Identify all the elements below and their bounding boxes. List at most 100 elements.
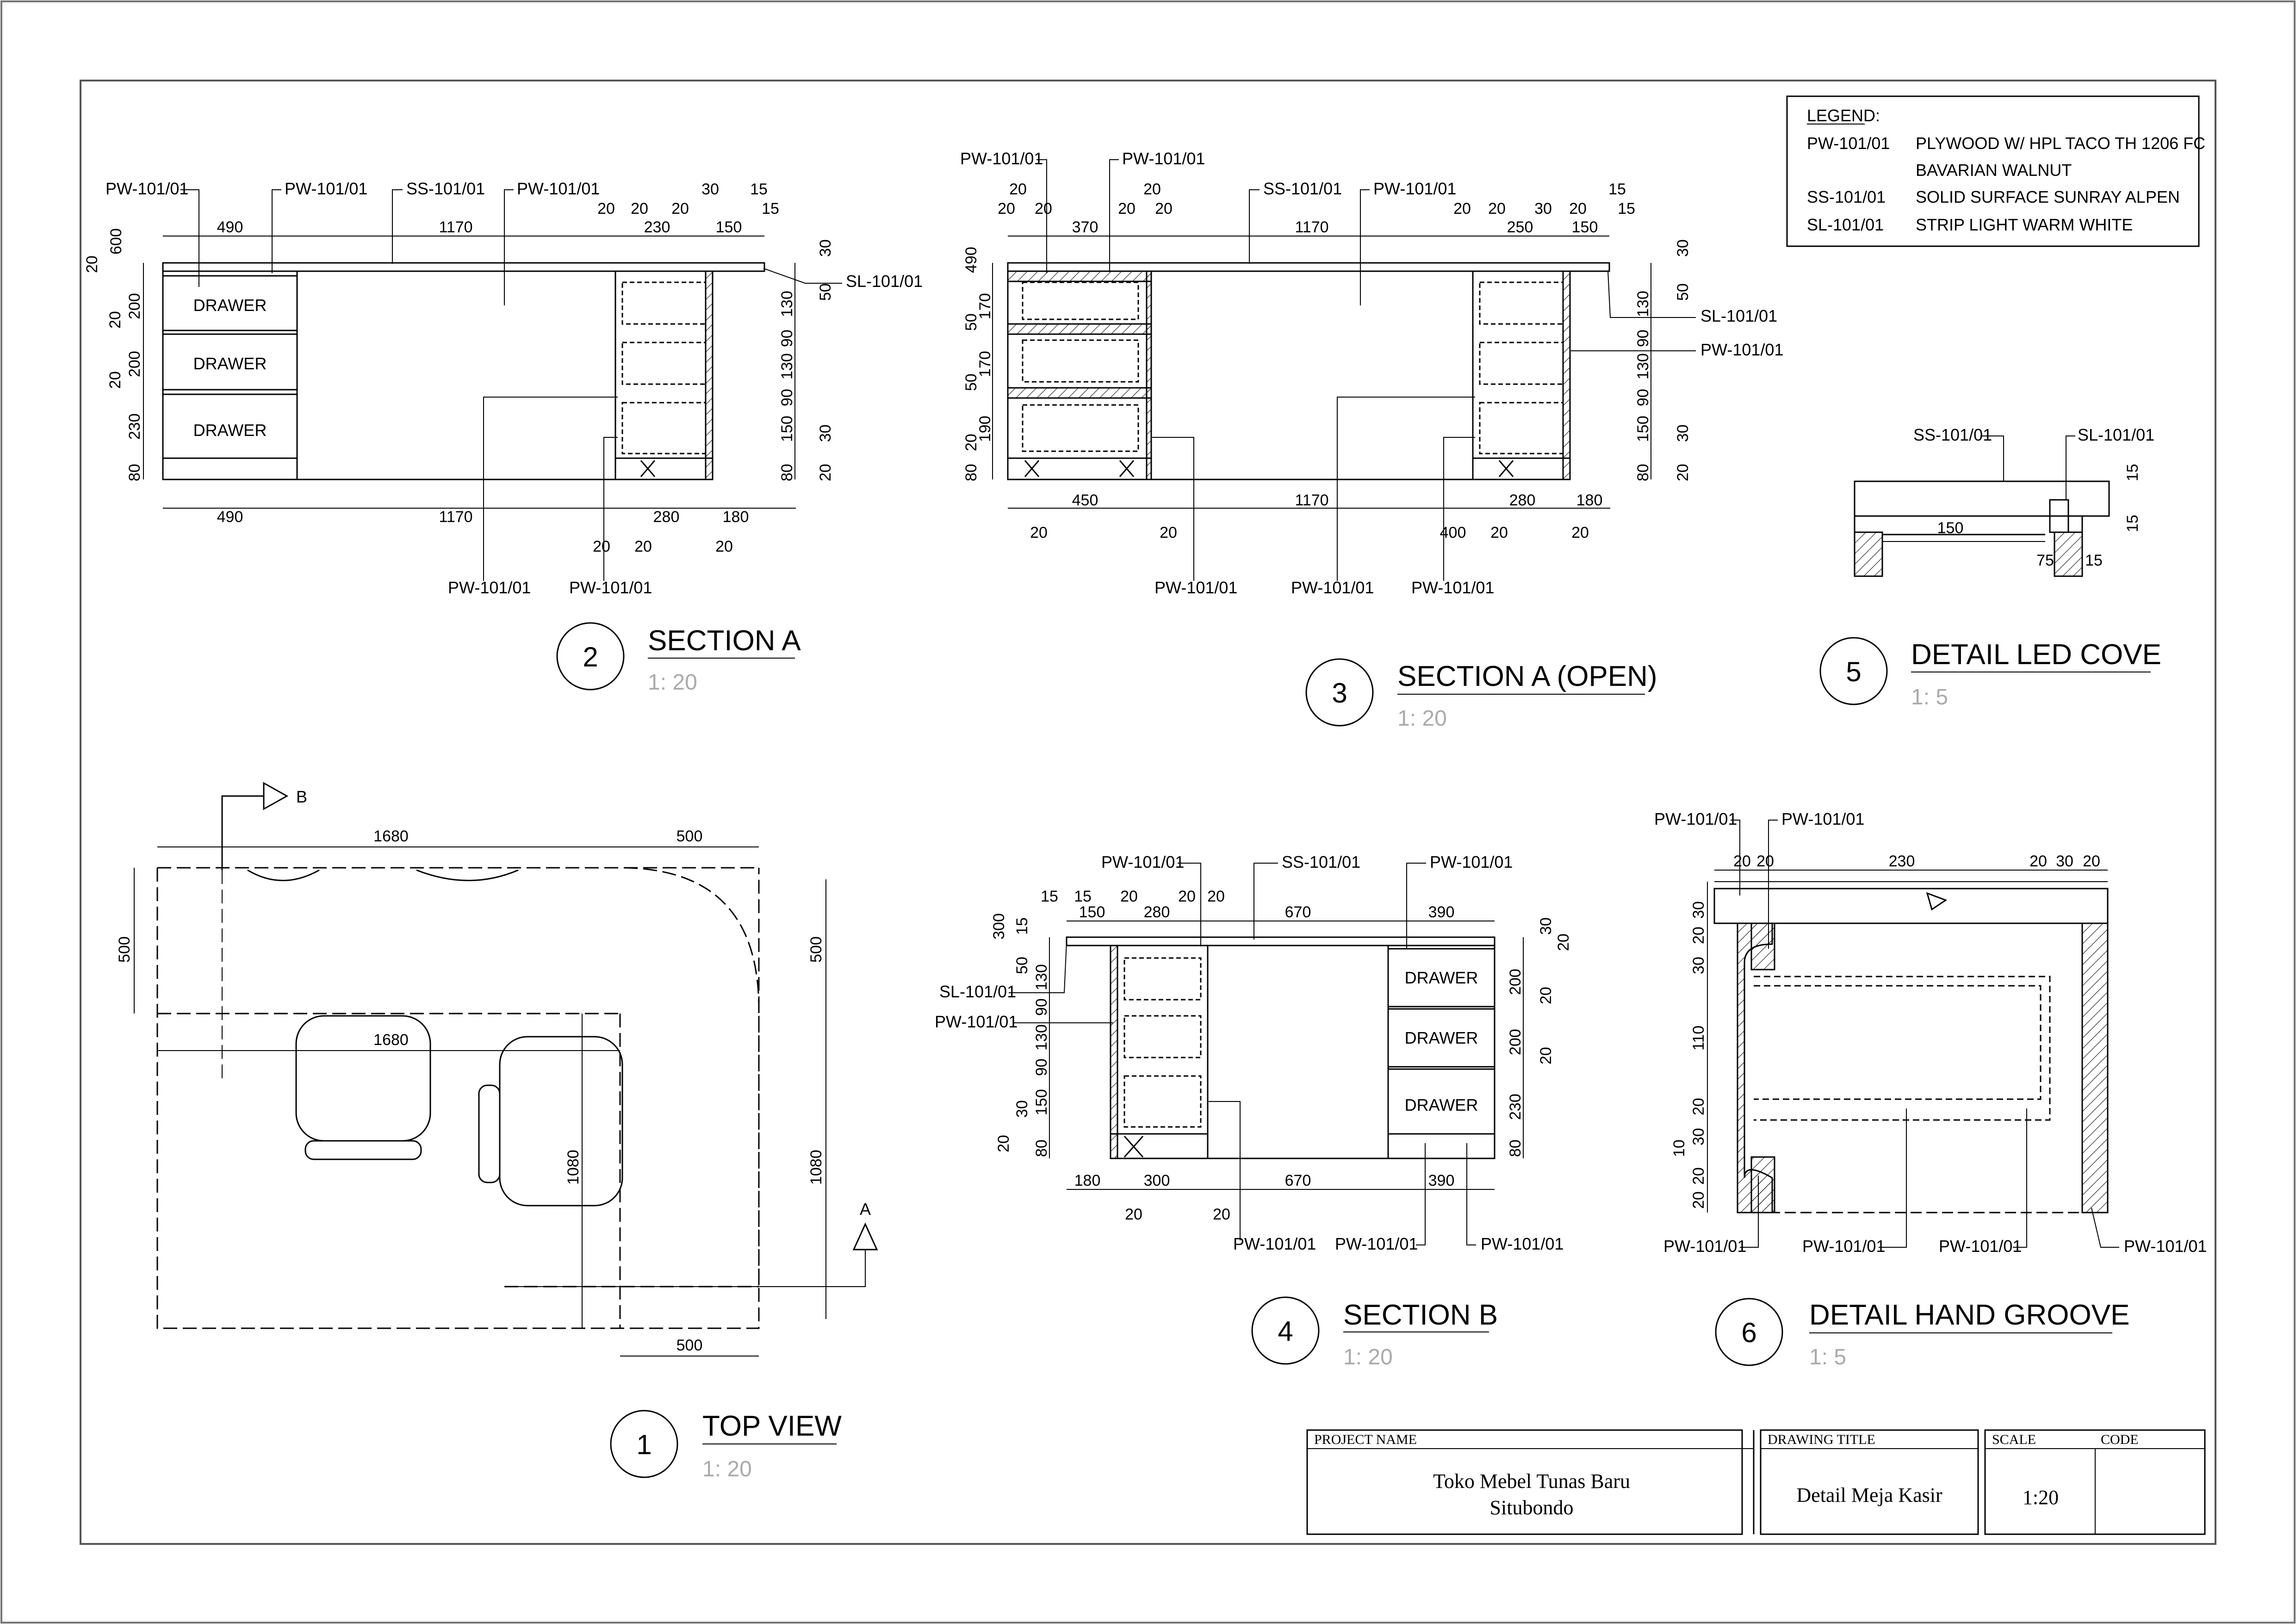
- legend-code: PW-101/01: [1807, 134, 1890, 153]
- dimension-label: 130: [778, 291, 796, 317]
- drawing-title-label: DRAWING TITLE: [1768, 1432, 1875, 1447]
- view-number-bubble: [610, 1410, 678, 1478]
- view-number-bubble: [1715, 1298, 1783, 1366]
- detail-led-cove-drawing: 150 75 15 15 15 SS-101/01 SL-101/01: [1854, 425, 2154, 577]
- material-callout: PW-101/01: [1663, 1237, 1746, 1256]
- material-callout: PW-101/01: [1781, 809, 1864, 828]
- dimension-label: 20: [1690, 1098, 1707, 1115]
- dimension-label: 370: [1072, 218, 1098, 236]
- view-title: TOP VIEW: [702, 1410, 842, 1442]
- dimension-label: 20: [1143, 180, 1161, 198]
- material-callout: SS-101/01: [1913, 425, 1992, 444]
- dimension-label: 20: [1488, 200, 1506, 218]
- scale-value: 1:20: [2023, 1486, 2059, 1509]
- dimension-label: 30: [1013, 1100, 1031, 1118]
- legend-desc: PLYWOOD W/ HPL TACO TH 1206 FC: [1916, 134, 2205, 153]
- dimension-label: 230: [1507, 1094, 1524, 1120]
- drawer-label: DRAWER: [193, 296, 267, 315]
- dimension-label: 230: [1889, 852, 1915, 870]
- material-callout: PW-101/01: [1654, 809, 1737, 828]
- dimension-label: 30: [1674, 424, 1692, 442]
- dimension-label: 130: [1033, 1024, 1050, 1051]
- dimension-label: 20: [1155, 200, 1173, 218]
- view-title: SECTION B: [1343, 1299, 1498, 1331]
- legend-desc: STRIP LIGHT WARM WHITE: [1916, 215, 2133, 234]
- view-title-section-a-open: 3 SECTION A (OPEN) 1: 20: [1305, 658, 1657, 731]
- dimension-label: 150: [778, 416, 796, 442]
- dimension-label: 130: [1634, 291, 1652, 317]
- material-callout: PW-101/01: [1700, 340, 1783, 359]
- material-callout: PW-101/01: [1411, 578, 1494, 597]
- dimension-label: 20: [1125, 1206, 1142, 1223]
- dimension-label: 80: [1033, 1139, 1050, 1157]
- view-number-bubble: [1251, 1296, 1320, 1365]
- material-callout: PW-101/01: [1335, 1234, 1418, 1253]
- view-number-bubble: [1305, 658, 1374, 727]
- dimension-label: 15: [1074, 888, 1092, 905]
- material-callout: 2: [583, 641, 598, 672]
- dimension-label: 150: [716, 218, 742, 236]
- legend-code: SL-101/01: [1807, 215, 1884, 234]
- dimension-label: 20: [1207, 888, 1225, 905]
- dimension-label: 1170: [439, 218, 472, 236]
- dimension-label: 20: [1453, 200, 1471, 218]
- dimension-label: 20: [106, 311, 124, 329]
- dimension-label: 1680: [373, 1031, 409, 1049]
- material-callout: 5: [1846, 656, 1861, 687]
- view-scale: 1: 20: [648, 670, 697, 695]
- dimension-label: 490: [217, 508, 243, 526]
- material-callout: PW-101/01: [1233, 1234, 1316, 1253]
- dimension-label: 20: [1120, 888, 1138, 905]
- dimension-label: 1080: [565, 1150, 582, 1185]
- view-title: SECTION A: [648, 625, 801, 657]
- view-scale: 1: 20: [1397, 706, 1447, 731]
- material-callout: SS-101/01: [1282, 852, 1360, 871]
- material-callout: 3: [1332, 678, 1347, 709]
- dimension-label: 20: [998, 200, 1015, 218]
- dimension-label: 20: [1756, 852, 1774, 870]
- dimension-label: 20: [1537, 1047, 1555, 1064]
- dimension-label: 20: [962, 434, 980, 451]
- dimension-label: 20: [671, 200, 689, 218]
- view-scale: 1: 5: [1911, 685, 1948, 709]
- section-b-drawing: DRAWER DRAWER DRAWER 150 280 670 390 15 …: [935, 852, 1572, 1253]
- drawer-front: [1387, 948, 1496, 1008]
- material-callout: PW-101/01: [285, 179, 367, 198]
- dimension-label: 250: [1507, 218, 1533, 236]
- view-title-top-view: 1 TOP VIEW 1: 20: [610, 1410, 842, 1481]
- project-location: Situbondo: [1490, 1496, 1574, 1519]
- project-name-label: PROJECT NAME: [1314, 1432, 1417, 1447]
- dimension-label: 500: [676, 1337, 703, 1354]
- material-callout: SS-101/01: [406, 179, 485, 198]
- dimension-label: 20: [715, 538, 733, 555]
- dimension-label: 1170: [439, 508, 472, 526]
- dimension-label: 20: [1733, 852, 1751, 870]
- material-callout: PW-101/01: [935, 1012, 1018, 1031]
- dimension-label: 90: [1033, 998, 1050, 1016]
- dimension-label: 30: [1690, 901, 1707, 919]
- section-marker-a: A: [860, 1200, 871, 1219]
- material-callout: SL-101/01: [939, 982, 1016, 1001]
- material-callout: PW-101/01: [569, 578, 652, 597]
- material-callout: PW-101/01: [448, 578, 531, 597]
- dimension-label: 90: [1033, 1058, 1050, 1076]
- material-callout: SL-101/01: [2078, 425, 2154, 444]
- dimension-label: 20: [1555, 933, 1572, 951]
- drawer-front: [1387, 1068, 1496, 1135]
- dimension-label: 20: [2029, 852, 2047, 870]
- view-scale: 1: 20: [702, 1457, 752, 1481]
- dimension-label: 490: [217, 218, 243, 236]
- dimension-label: 30: [1534, 200, 1552, 218]
- dimension-label: 200: [1507, 969, 1524, 995]
- project-name: Toko Mebel Tunas Baru: [1433, 1470, 1630, 1493]
- view-title-section-a: 2 SECTION A 1: 20: [556, 622, 801, 695]
- dimension-label: 490: [962, 247, 980, 273]
- dimension-label: 300: [990, 913, 1008, 940]
- dimension-label: 30: [1674, 239, 1692, 257]
- dimension-label: 50: [1013, 957, 1031, 974]
- dimension-label: 50: [817, 283, 834, 301]
- view-scale: 1: 5: [1809, 1345, 1846, 1369]
- legend-code: SS-101/01: [1807, 187, 1886, 206]
- dimension-label: 20: [1690, 927, 1707, 944]
- dimension-label: 670: [1285, 903, 1311, 921]
